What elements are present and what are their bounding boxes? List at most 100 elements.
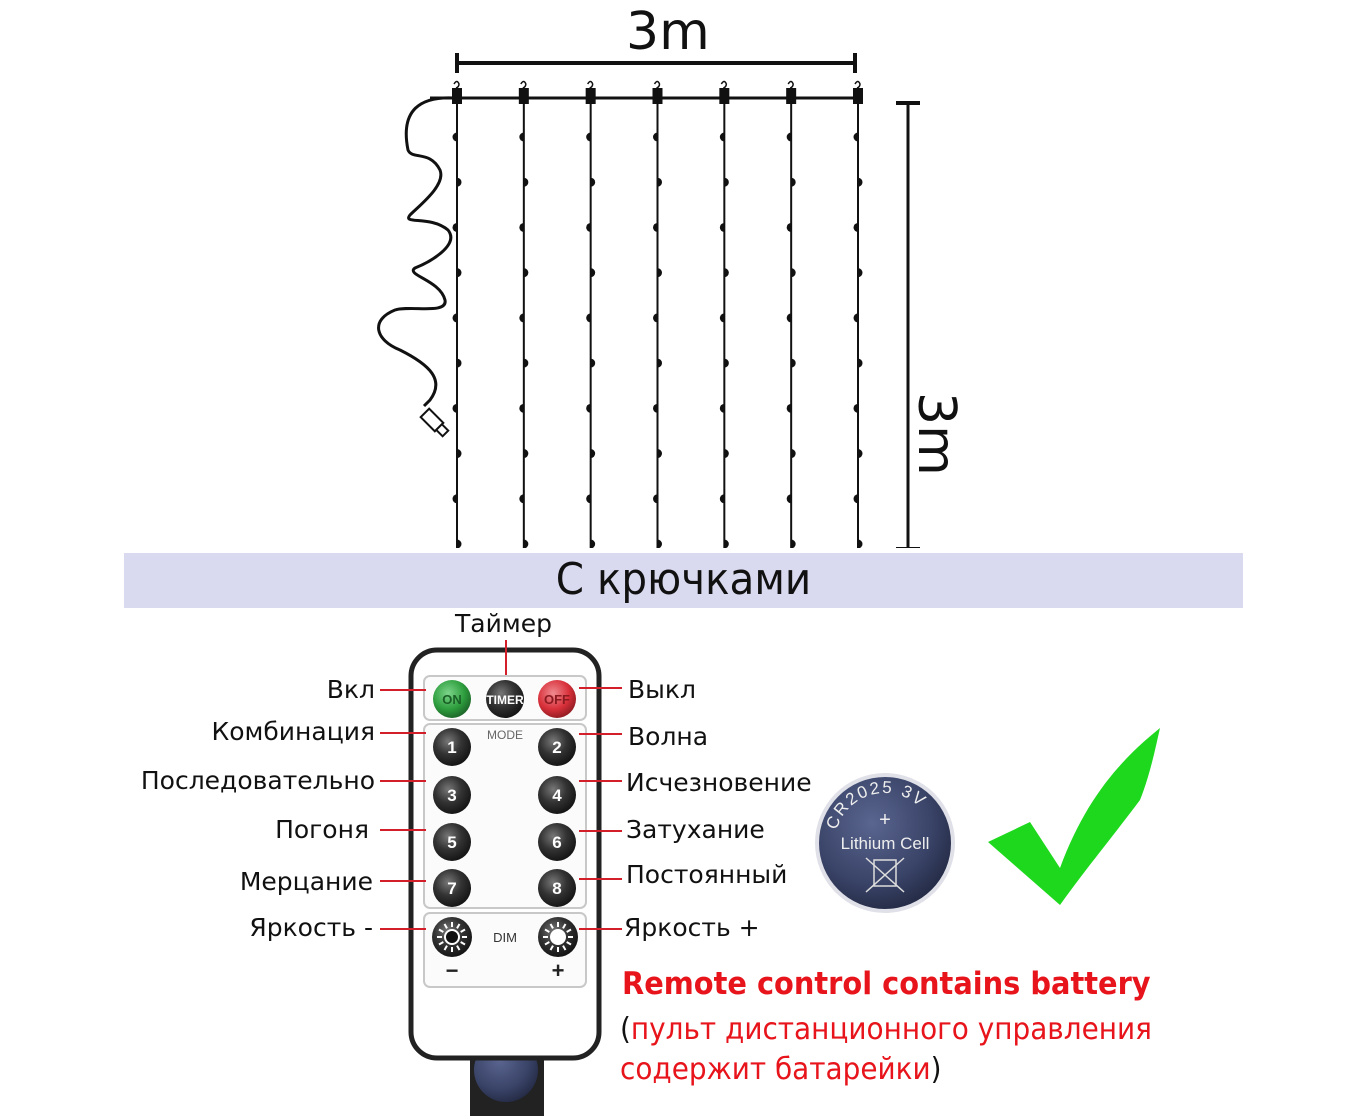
- bulb: [452, 222, 457, 232]
- bulb: [791, 177, 796, 187]
- mode-button-6[interactable]: 6: [538, 823, 576, 861]
- bulb: [457, 268, 462, 278]
- mode-button-8[interactable]: 8: [538, 869, 576, 907]
- cr2025-battery-icon: CR2025 3V + Lithium Cell: [815, 773, 955, 913]
- bulb: [719, 313, 725, 323]
- mode-button-2[interactable]: 2: [538, 728, 576, 766]
- svg-text:OFF: OFF: [544, 692, 570, 707]
- bulb: [791, 358, 796, 368]
- light-strand: [786, 80, 797, 549]
- label-off: Выкл: [628, 675, 696, 704]
- mode-button-3[interactable]: 3: [433, 776, 471, 814]
- bulb: [724, 268, 729, 278]
- bulb: [519, 222, 524, 232]
- mode-button-7[interactable]: 7: [433, 869, 471, 907]
- bulb: [653, 222, 658, 232]
- bulb: [853, 313, 858, 323]
- bulb: [519, 494, 524, 504]
- bulb: [452, 403, 457, 413]
- bulb: [858, 268, 863, 278]
- label-twinkle: Мерцание: [239, 867, 373, 896]
- on-button[interactable]: ON: [433, 680, 471, 718]
- bulb: [858, 177, 863, 187]
- bulb: [858, 358, 863, 368]
- bulb: [657, 539, 662, 549]
- light-strand: [585, 80, 596, 549]
- svg-text:2: 2: [552, 738, 561, 757]
- bulb: [786, 132, 792, 142]
- light-strand: [518, 80, 529, 549]
- bulb: [719, 494, 725, 504]
- label-brightness-down: Яркость -: [249, 913, 373, 942]
- bulb: [653, 313, 658, 323]
- bulb: [724, 358, 729, 368]
- bulb: [590, 449, 596, 459]
- dim-plus-symbol: +: [552, 958, 565, 983]
- mode-button-1[interactable]: 1: [433, 728, 471, 766]
- timer-button[interactable]: TIMER: [486, 680, 524, 718]
- bulb: [853, 494, 858, 504]
- light-strand: [719, 80, 730, 549]
- label-steady: Постоянный: [626, 860, 788, 889]
- battery-note-english: Remote control contains battery: [622, 966, 1151, 1002]
- bulb: [457, 358, 462, 368]
- width-dimension: [455, 53, 857, 73]
- bulb: [523, 449, 529, 459]
- svg-text:Lithium Cell: Lithium Cell: [841, 834, 930, 853]
- bulb: [457, 539, 462, 549]
- label-combination: Комбинация: [211, 717, 375, 746]
- bulb: [457, 177, 462, 187]
- label-sequential: Последовательно: [140, 766, 375, 795]
- bulb: [786, 222, 792, 232]
- hook-icon: [518, 88, 529, 104]
- bulb: [657, 177, 662, 187]
- dim-minus-symbol: −: [446, 958, 459, 983]
- mode-button-4[interactable]: 4: [538, 776, 576, 814]
- bulb: [786, 494, 792, 504]
- bulb: [724, 539, 729, 549]
- bulb: [586, 494, 591, 504]
- label-chase: Погоня: [275, 815, 369, 844]
- bulb: [586, 403, 591, 413]
- dim-label: DIM: [493, 930, 517, 945]
- hook-icon: [452, 88, 462, 104]
- dim-plus-button[interactable]: [538, 917, 578, 957]
- hook-icon: [853, 88, 863, 104]
- height-label: 3m: [906, 392, 966, 476]
- battery-note-russian-line1: (пульт дистанционного управления: [620, 1012, 1152, 1047]
- bulb: [653, 403, 658, 413]
- bulb: [791, 539, 796, 549]
- checkmark-icon: [988, 728, 1160, 905]
- label-fade: Исчезновение: [626, 768, 812, 797]
- caption-text: С крючками: [555, 554, 812, 605]
- svg-text:TIMER: TIMER: [486, 693, 524, 707]
- dim-minus-button[interactable]: [432, 917, 472, 957]
- label-brightness-up: Яркость +: [624, 913, 760, 942]
- svg-text:ON: ON: [442, 692, 462, 707]
- usb-plug-icon: [419, 407, 450, 438]
- mode-button-5[interactable]: 5: [433, 823, 471, 861]
- bulb: [523, 539, 529, 549]
- bulb: [858, 449, 863, 459]
- bulb: [719, 403, 725, 413]
- timer-label: Таймер: [455, 609, 552, 638]
- hook-icon: [652, 88, 663, 104]
- bulb: [657, 268, 662, 278]
- label-on: Вкл: [326, 675, 375, 704]
- off-button[interactable]: OFF: [538, 680, 576, 718]
- hook-icon: [585, 88, 596, 104]
- bulb: [590, 177, 596, 187]
- bulb: [519, 132, 524, 142]
- hook-icon: [719, 88, 730, 104]
- width-label: 3m: [626, 2, 710, 62]
- svg-text:4: 4: [552, 786, 562, 805]
- svg-text:7: 7: [447, 879, 456, 898]
- bulb: [590, 539, 596, 549]
- svg-text:5: 5: [447, 833, 456, 852]
- caption-banner: С крючками: [124, 553, 1243, 608]
- bulb: [719, 132, 725, 142]
- curtain-light-diagram: [377, 53, 920, 551]
- bulb: [590, 358, 596, 368]
- hook-icon: [786, 88, 797, 104]
